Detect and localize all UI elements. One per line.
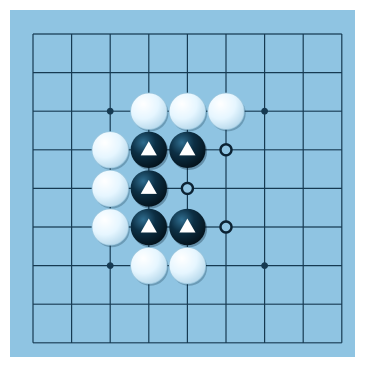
white-stone[interactable] xyxy=(168,247,206,285)
board-background xyxy=(10,10,355,357)
triangle-mark xyxy=(140,218,157,233)
star-point xyxy=(261,262,268,269)
white-stone[interactable] xyxy=(91,169,129,207)
white-stone[interactable] xyxy=(91,131,129,169)
circle-mark[interactable] xyxy=(219,220,233,234)
triangle-mark xyxy=(140,141,157,156)
star-point xyxy=(106,262,114,269)
circle-mark[interactable] xyxy=(219,143,233,157)
white-stone[interactable] xyxy=(130,92,168,130)
star-point xyxy=(106,107,114,115)
marks xyxy=(140,141,233,234)
white-stone[interactable] xyxy=(130,247,168,285)
circle-mark[interactable] xyxy=(180,181,195,196)
star-points xyxy=(106,107,268,269)
white-stone[interactable] xyxy=(91,208,129,246)
triangle-mark xyxy=(179,218,196,233)
white-stone[interactable] xyxy=(207,92,245,130)
star-point xyxy=(261,107,268,115)
triangle-mark xyxy=(140,179,157,194)
white-stone[interactable] xyxy=(168,92,206,130)
triangle-mark xyxy=(179,141,196,156)
